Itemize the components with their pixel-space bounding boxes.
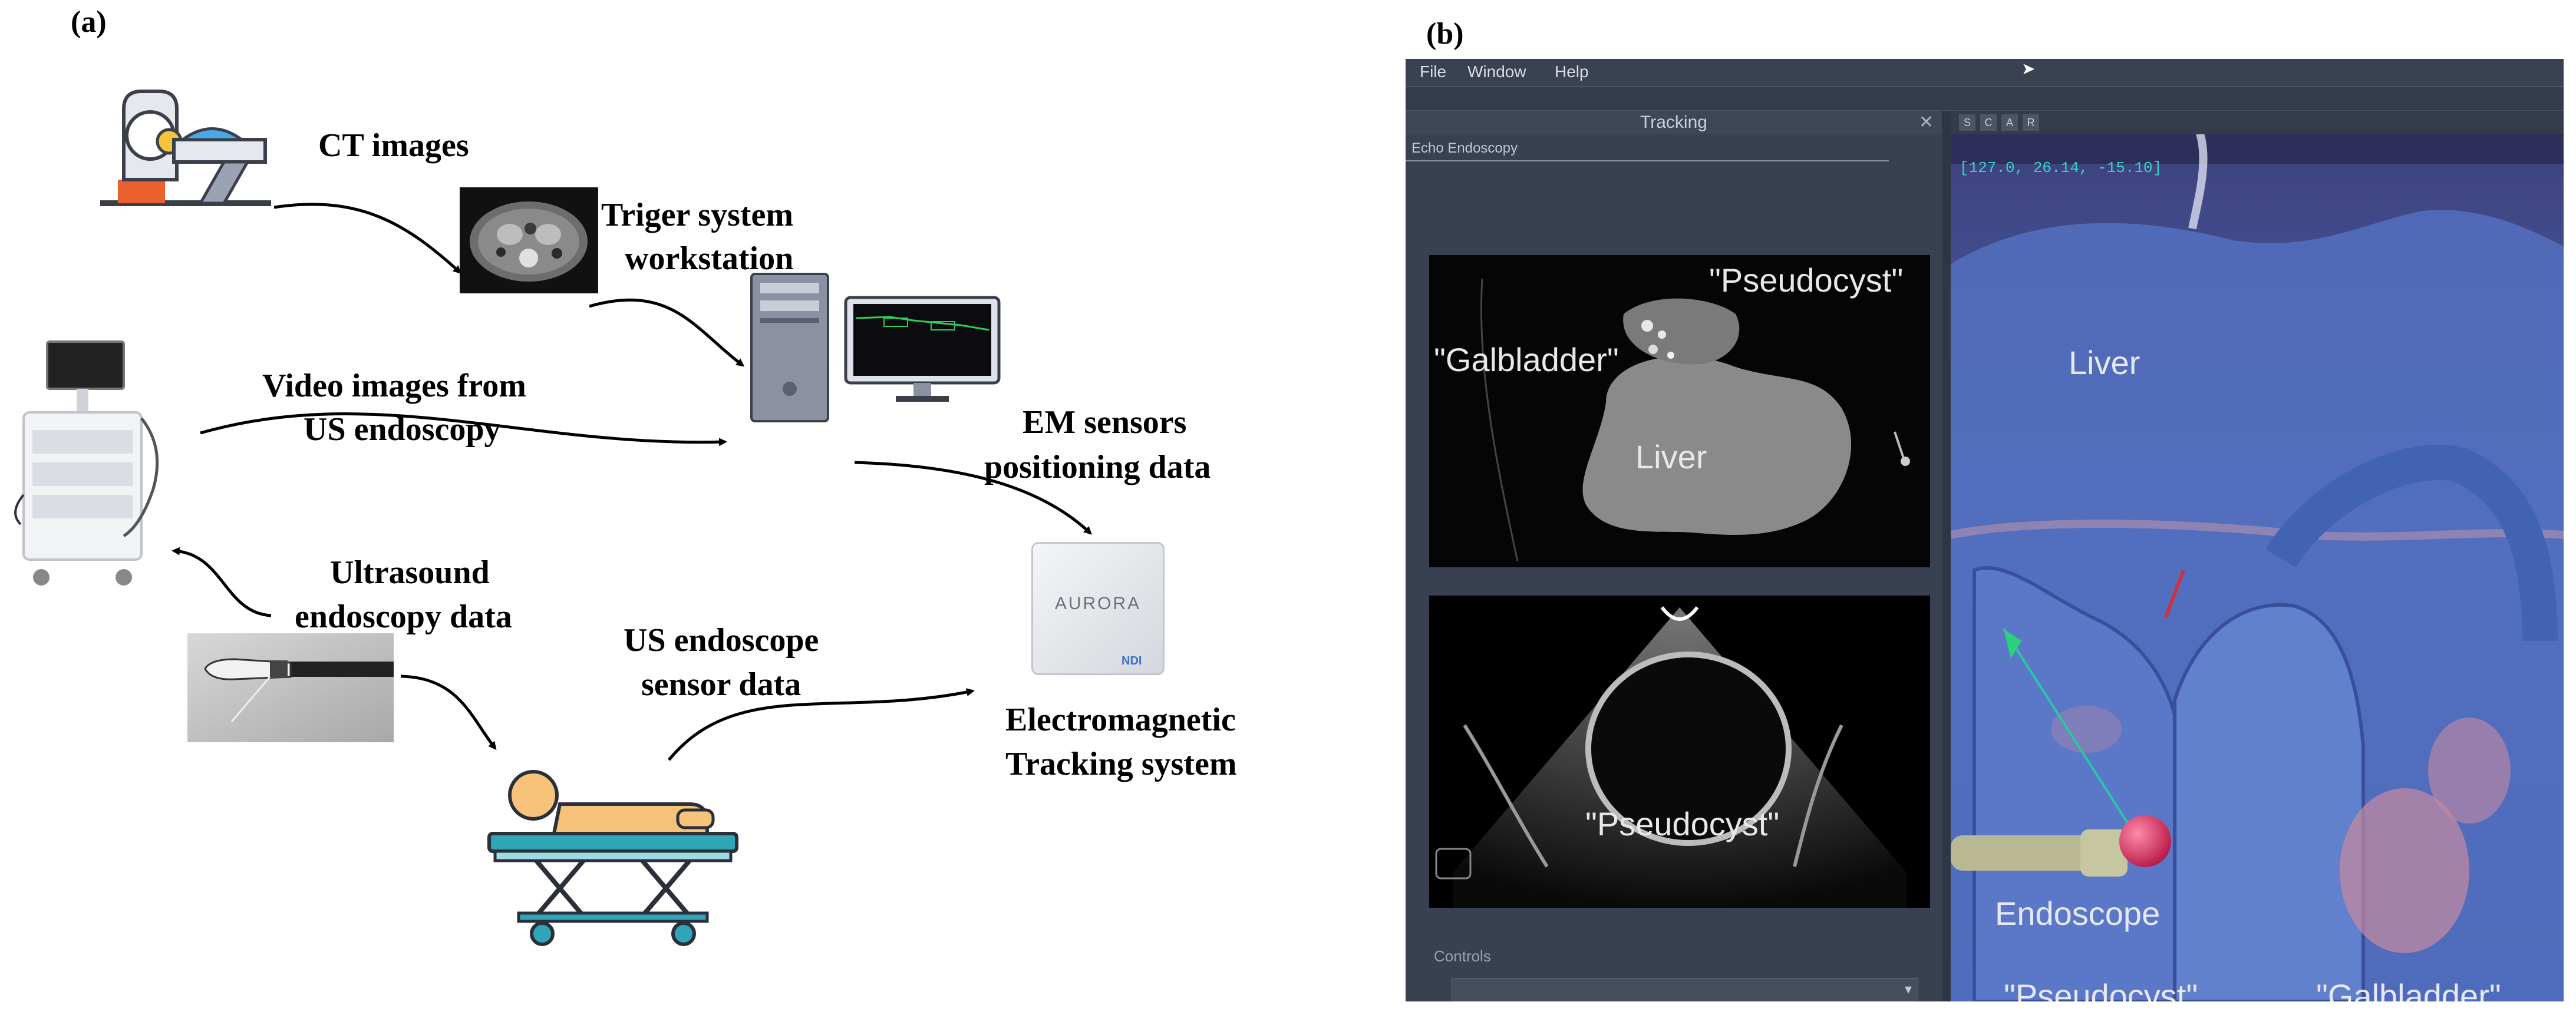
ultrasound-probe-image (187, 633, 394, 742)
menu-window[interactable]: Window (1467, 62, 1526, 81)
toolbar-button-a[interactable]: A (2001, 114, 2018, 131)
patient-stretcher-icon (487, 770, 738, 946)
ct-images-label: CT images (318, 127, 469, 164)
tracking-application-window: File Window Help ➤ Tracking ✕ Echo Endos… (1406, 59, 2564, 1001)
ct-label-liver: Liver (1635, 438, 1707, 475)
menu-file[interactable]: File (1420, 62, 1447, 81)
tracking-label-line1: Electromagnetic (1005, 702, 1236, 738)
ndi-brand: NDI (1122, 654, 1142, 667)
workstation-label-line1: Triger system (601, 197, 794, 233)
ultrasound-rendering (1429, 596, 1930, 908)
mouse-cursor-icon: ➤ (2021, 60, 2036, 78)
3d-label-liver: Liver (2069, 344, 2140, 381)
arrow-probe-to-patient (400, 675, 497, 750)
monitor-icon (844, 296, 1001, 402)
us-sensor-label-line2: sensor data (641, 666, 802, 703)
3d-label-galbladder: "Galbladder" (2316, 977, 2501, 1001)
tab-echo-endoscopy[interactable]: Echo Endoscopy (1406, 135, 1889, 161)
arrow-ct-to-image (273, 203, 461, 274)
ultrasound-label-line2: endoscopy data (295, 599, 512, 635)
video-label-line1: Video images from (262, 368, 526, 404)
panel-title: Tracking (1406, 111, 1942, 134)
ct-label-galbladder: "Galbladder" (1434, 341, 1619, 378)
em-label-line1: EM sensors (1023, 404, 1187, 441)
ct-label-pseudocyst: "Pseudocyst" (1709, 262, 1904, 299)
arrow-em-to-aurora (854, 461, 1092, 535)
ultrasound-label-line1: Ultrasound (330, 554, 490, 591)
workflow-arrows (171, 203, 1092, 761)
video-label-line2: US endoscopy (304, 411, 501, 448)
aurora-logo: AURORA (1054, 594, 1142, 613)
tracking-label-line2: Tracking system (1005, 746, 1237, 782)
toolbar-button-c[interactable]: C (1980, 114, 1997, 131)
controls-label: Controls (1434, 947, 1491, 965)
em-label-line2: positioning data (984, 449, 1211, 485)
aurora-tracker-device: AURORA NDI (1031, 542, 1165, 675)
panel-a-letter: (a) (71, 5, 107, 39)
ct-slice-rendering (1429, 255, 1930, 567)
toolbar-button-r[interactable]: R (2023, 114, 2039, 131)
view-toolbar: S C A R (1951, 111, 2564, 134)
toolbar-strip (1406, 87, 2564, 111)
3d-anatomy-rendering (1951, 111, 2564, 1001)
ct-slice-image (460, 187, 598, 293)
panel-b-letter: (b) (1426, 17, 1464, 51)
arrow-patient-to-aurora (668, 688, 975, 761)
3d-label-endoscope: Endoscope (1995, 895, 2161, 932)
workstation-label-line2: workstation (625, 240, 794, 277)
3d-view[interactable]: Liver Endoscope "Pseudocyst" "Galbladder… (1951, 111, 2564, 1001)
3d-label-pseudocyst: "Pseudocyst" (2004, 977, 2198, 1001)
arrow-video-to-workstation (200, 412, 727, 447)
menu-bar: File Window Help ➤ (1406, 59, 2564, 87)
arrow-image-to-workstation (589, 298, 745, 367)
controls-dropdown[interactable]: ▾ (1452, 978, 1918, 1001)
menu-help[interactable]: Help (1555, 62, 1589, 81)
tracking-panel: Tracking ✕ Echo Endoscopy "Pseudocyst (1406, 111, 1942, 1001)
toolbar-button-s[interactable]: S (1959, 114, 1975, 131)
ultrasound-view[interactable]: "Pseudocyst" (1429, 596, 1930, 908)
ct-scanner-icon (100, 90, 271, 206)
us-sensor-label-line1: US endoscope (624, 622, 819, 659)
coordinate-readout: [127.0, 26.14, -15.10] (1960, 159, 2162, 177)
endoscopy-cart-icon (14, 340, 159, 586)
close-icon[interactable]: ✕ (1918, 113, 1934, 132)
chevron-down-icon: ▾ (1904, 982, 1912, 997)
us-label-pseudocyst: "Pseudocyst" (1585, 805, 1780, 842)
arrow-ultrasound-to-cart (171, 547, 272, 617)
ct-slice-view[interactable]: "Pseudocyst" "Galbladder" Liver (1429, 255, 1930, 567)
computer-tower-icon (750, 273, 829, 422)
